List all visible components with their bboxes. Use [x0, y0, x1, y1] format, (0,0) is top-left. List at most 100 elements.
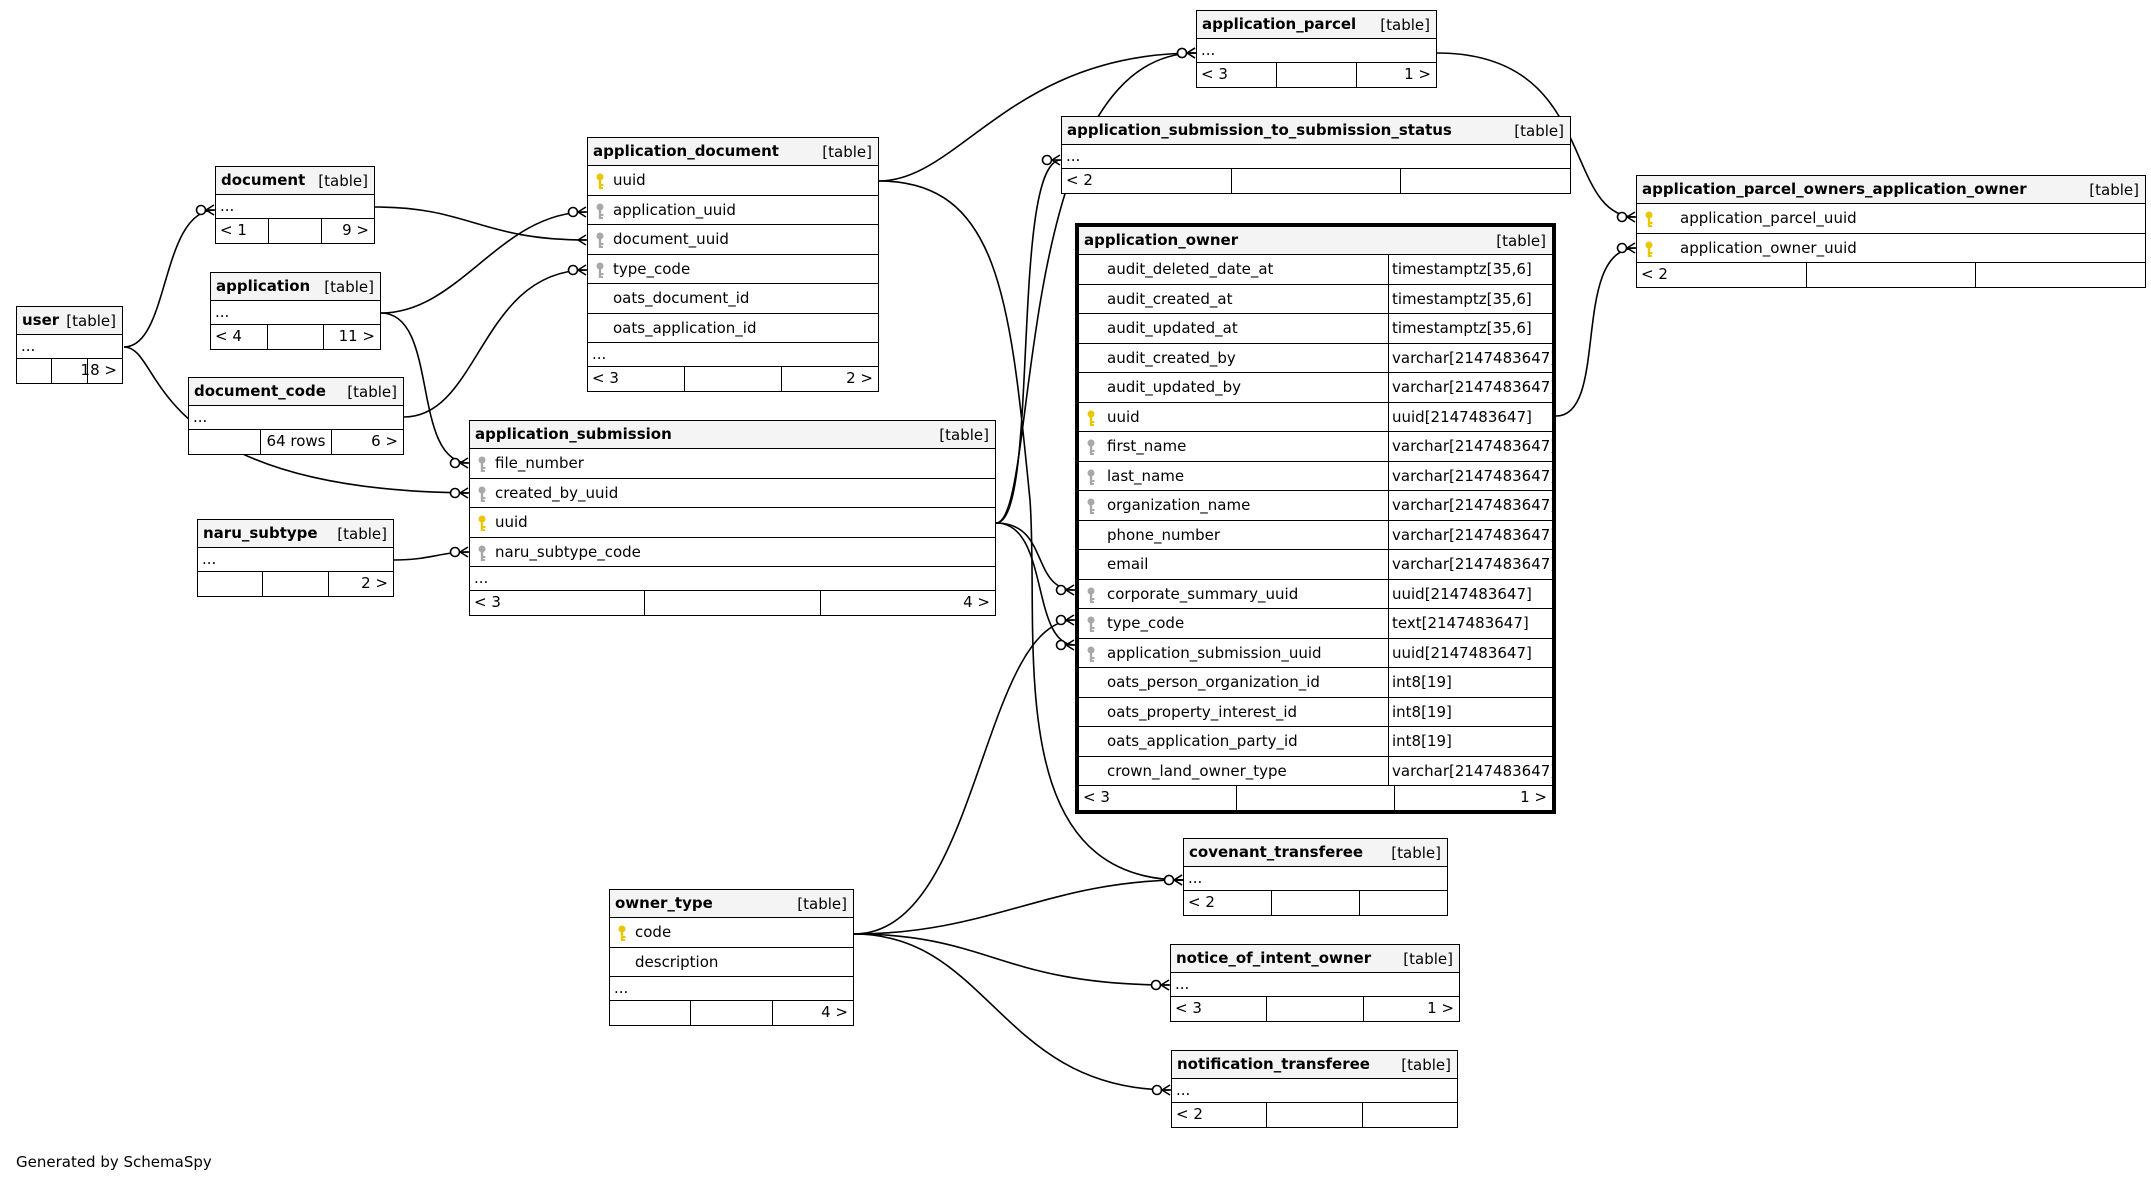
table-name[interactable]: covenant_transferee — [1189, 843, 1364, 861]
column-row[interactable]: file_number — [470, 449, 995, 479]
column-row[interactable]: oats_application_id — [588, 314, 878, 343]
child-count[interactable]: 18 > — [80, 361, 117, 379]
table-header[interactable]: application_submission_to_submission_sta… — [1062, 117, 1570, 145]
table-header[interactable]: owner_type[table] — [610, 890, 853, 918]
table-header[interactable]: application[table] — [211, 273, 380, 301]
more-columns-row[interactable]: ... — [198, 548, 393, 572]
table-name[interactable]: naru_subtype — [203, 524, 318, 542]
table-user[interactable]: user[table]... 18 > — [16, 306, 123, 384]
more-columns-row[interactable]: ... — [1184, 867, 1447, 891]
children-link[interactable]: 1 > — [1357, 63, 1436, 87]
parents-link[interactable]: < 1 — [216, 219, 269, 243]
more-columns-row[interactable]: ... — [1197, 39, 1436, 63]
column-row[interactable]: code — [610, 918, 853, 948]
table-header[interactable]: naru_subtype[table] — [198, 520, 393, 548]
table-header[interactable]: document[table] — [216, 167, 374, 195]
more-columns-row[interactable]: ... — [588, 343, 878, 367]
table-name[interactable]: notification_transferee — [1177, 1055, 1370, 1073]
child-count[interactable]: 2 > — [361, 574, 388, 592]
parent-count[interactable]: < 3 — [1201, 65, 1228, 83]
children-link[interactable]: 11 > — [324, 325, 380, 349]
table-header[interactable]: application_document[table] — [588, 138, 878, 166]
parents-link[interactable] — [610, 1001, 692, 1025]
table-header[interactable]: notification_transferee[table] — [1172, 1051, 1457, 1079]
children-link[interactable]: 4 > — [773, 1001, 853, 1025]
parent-count[interactable]: < 2 — [1188, 893, 1215, 911]
child-count[interactable]: 2 > — [846, 369, 873, 387]
parents-link[interactable] — [198, 572, 264, 596]
column-row[interactable]: document_uuid — [588, 225, 878, 255]
table-header[interactable]: covenant_transferee[table] — [1184, 839, 1447, 867]
table-application-submission-to-submission-status[interactable]: application_submission_to_submission_sta… — [1061, 116, 1571, 194]
parent-count[interactable]: < 3 — [474, 593, 501, 611]
column-row[interactable]: oats_document_id — [588, 284, 878, 314]
table-header[interactable]: document_code[table] — [189, 378, 403, 406]
table-notification-transferee[interactable]: notification_transferee[table]... < 2 — [1171, 1050, 1458, 1128]
column-row[interactable]: uuid — [470, 508, 995, 538]
column-row[interactable]: type_code — [588, 255, 878, 284]
column-row[interactable]: uuid — [588, 166, 878, 196]
table-document[interactable]: document[table]... < 1 9 > — [215, 166, 375, 244]
table-naru-subtype[interactable]: naru_subtype[table]... 2 > — [197, 519, 394, 597]
parents-link[interactable]: < 2 — [1184, 891, 1272, 915]
table-application-parcel-owners-application-owner[interactable]: application_parcel_owners_application_ow… — [1636, 175, 2146, 288]
parents-link[interactable] — [189, 430, 261, 454]
parents-link[interactable]: < 3 — [588, 367, 685, 391]
more-columns-row[interactable]: ... — [216, 195, 374, 219]
parent-count[interactable]: < 2 — [1066, 171, 1093, 189]
table-name[interactable]: application_parcel_owners_application_ow… — [1642, 180, 2027, 198]
child-count[interactable]: 9 > — [342, 221, 369, 239]
more-columns-row[interactable]: ... — [1172, 1079, 1457, 1103]
more-columns-row[interactable]: ... — [17, 335, 122, 359]
child-count[interactable]: 4 > — [821, 1003, 848, 1021]
children-link[interactable] — [1976, 263, 2145, 287]
parent-count[interactable]: < 1 — [220, 221, 247, 239]
parent-count[interactable]: < 2 — [1641, 265, 1668, 283]
table-name[interactable]: application — [216, 277, 311, 295]
parent-count[interactable]: < 4 — [215, 327, 242, 345]
children-link[interactable]: 2 > — [329, 572, 393, 596]
table-application-owner[interactable]: application_owner[table]audit_deleted_da… — [1075, 223, 1556, 814]
children-link[interactable] — [1363, 1103, 1457, 1127]
parent-count[interactable]: < 2 — [1176, 1105, 1203, 1123]
children-link[interactable] — [1401, 169, 1570, 193]
more-columns-row[interactable]: ... — [1062, 145, 1570, 169]
parent-count[interactable]: < 3 — [1175, 999, 1202, 1017]
column-row[interactable]: naru_subtype_code — [470, 538, 995, 567]
table-name[interactable]: document_code — [194, 382, 326, 400]
table-covenant-transferee[interactable]: covenant_transferee[table]... < 2 — [1183, 838, 1448, 916]
column-row[interactable]: description — [610, 948, 853, 977]
table-name[interactable]: application_owner — [1084, 231, 1239, 249]
table-name[interactable]: user — [22, 311, 60, 329]
table-header[interactable]: user[table] — [17, 307, 122, 335]
children-link[interactable]: 1 > — [1395, 786, 1552, 810]
more-columns-row[interactable]: ... — [470, 567, 995, 591]
child-count[interactable]: 1 > — [1404, 65, 1431, 83]
table-name[interactable]: application_parcel — [1202, 15, 1357, 33]
parents-link[interactable]: < 3 — [1197, 63, 1277, 87]
column-row[interactable]: application_uuid — [588, 196, 878, 225]
parent-count[interactable]: < 3 — [592, 369, 619, 387]
children-link[interactable]: 9 > — [322, 219, 374, 243]
children-link[interactable]: 4 > — [821, 591, 995, 615]
children-link[interactable]: 1 > — [1364, 997, 1459, 1021]
more-columns-row[interactable]: ... — [189, 406, 403, 430]
children-link[interactable]: 18 > — [81, 359, 122, 383]
parents-link[interactable]: < 3 — [1079, 786, 1237, 810]
table-name[interactable]: owner_type — [615, 894, 713, 912]
table-name[interactable]: document — [221, 171, 306, 189]
